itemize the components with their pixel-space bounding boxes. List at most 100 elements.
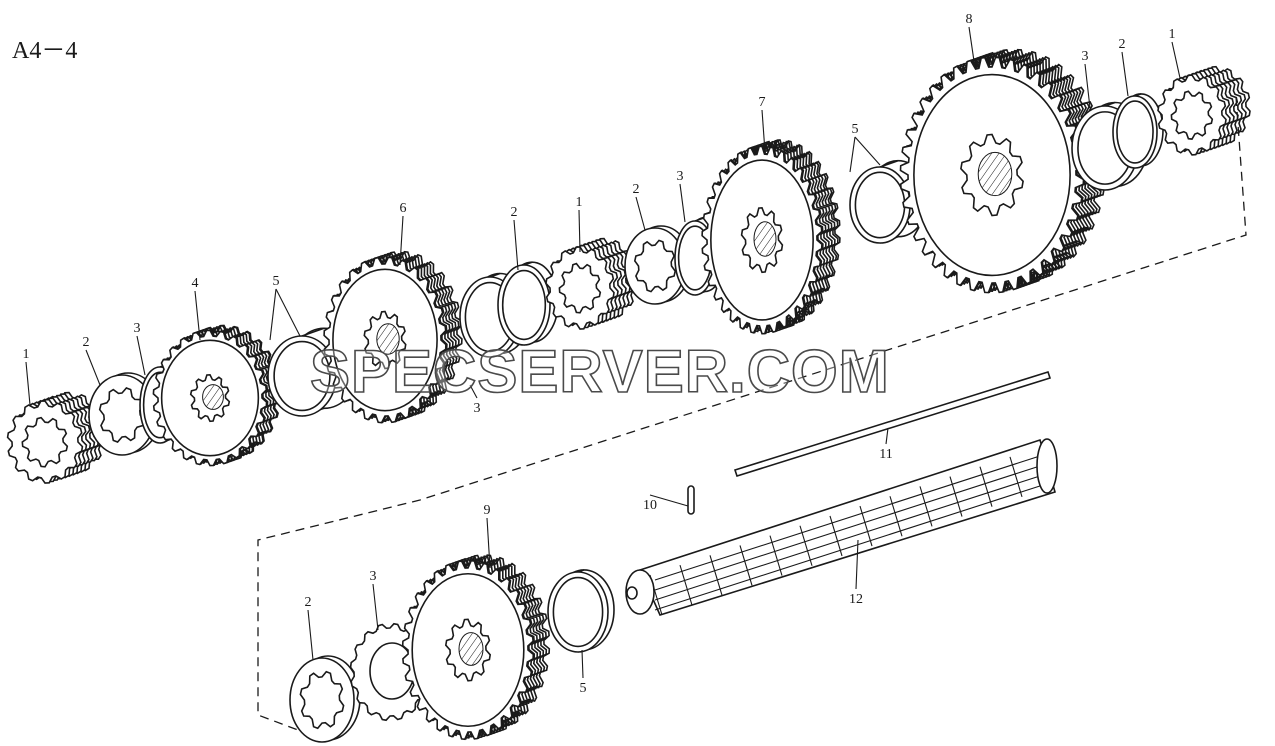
thrust-washer-2-lower xyxy=(289,655,361,743)
gear-6-bore-shade xyxy=(376,323,400,355)
callout-label-c1c: 1 xyxy=(1169,27,1176,42)
gear-7-bore-shade xyxy=(753,221,777,257)
callout-label-c10: 10 xyxy=(643,498,657,513)
leader-line-c9 xyxy=(486,517,491,569)
snap-ring-5-lower-front xyxy=(547,571,609,653)
callout-label-c11: 11 xyxy=(879,447,892,462)
leader-lines xyxy=(25,26,1181,679)
leader-line-c6 xyxy=(399,215,404,266)
leader-line-c3a xyxy=(136,335,146,376)
leader-line-c1b xyxy=(578,209,581,253)
main-shaft-12-far-end xyxy=(1036,438,1058,494)
assembly-axis xyxy=(257,96,1247,731)
gear-4-rim xyxy=(160,339,260,457)
callout-label-c6: 6 xyxy=(400,201,407,216)
leader-line-c2b xyxy=(513,219,519,271)
ring-2-right xyxy=(1112,93,1164,169)
leader-line-c5c xyxy=(581,649,584,679)
main-shaft-12-center-hole xyxy=(626,586,638,600)
collar-1-right xyxy=(1157,65,1251,156)
callout-label-c2b: 2 xyxy=(511,205,518,220)
callout-label-c3d: 3 xyxy=(1082,49,1089,64)
callout-label-c12: 12 xyxy=(849,592,863,607)
snap-ring-5-left-inner xyxy=(273,340,331,412)
leader-line-c12 xyxy=(855,539,859,590)
pin-10-body xyxy=(687,485,695,515)
gear-9 xyxy=(401,554,551,741)
ring-2-right-front xyxy=(1112,95,1158,169)
ring-2-mid-front xyxy=(497,264,551,346)
collar-1-left-inner-spline xyxy=(21,416,69,468)
callout-label-c9: 9 xyxy=(484,503,491,518)
gear-8-bore-shade xyxy=(977,151,1013,197)
callout-label-c3a: 3 xyxy=(134,321,141,336)
gear-7 xyxy=(701,139,841,335)
gear-9-rim xyxy=(411,572,525,728)
gear-9-bore-shade xyxy=(458,632,484,666)
callout-label-c5a: 5 xyxy=(273,274,280,289)
leader-line-c5b-second xyxy=(854,136,881,166)
callout-label-c8: 8 xyxy=(966,12,973,27)
gear-7-rim xyxy=(710,159,814,321)
callout-label-c2d: 2 xyxy=(1119,37,1126,52)
thrust-washer-2-lower-spline-hole xyxy=(299,670,345,730)
ring-2-mid xyxy=(497,261,559,346)
main-shaft-12-end xyxy=(625,569,655,615)
main-shaft-12-spline-line xyxy=(889,496,903,537)
callout-label-c4: 4 xyxy=(192,276,199,291)
callout-label-c2e: 2 xyxy=(305,595,312,610)
thrust-washer-2-mid-spline-hole xyxy=(633,239,677,293)
rod-11-body xyxy=(733,371,1052,477)
leader-line-c5a xyxy=(269,288,277,341)
leader-line-c8 xyxy=(968,26,976,69)
leader-line-c2e xyxy=(307,609,314,661)
gear-6-rim xyxy=(332,268,438,412)
callout-label-c7: 7 xyxy=(759,95,766,110)
main-shaft-12-spline-line xyxy=(979,466,993,507)
leader-line-c7 xyxy=(761,109,766,153)
callout-label-c5c: 5 xyxy=(580,681,587,696)
ring-2-right-inner xyxy=(1116,100,1154,164)
gear-4-bore-shade xyxy=(202,384,224,410)
callout-label-c3b: 3 xyxy=(474,401,481,416)
main-shaft-12-spline-groove xyxy=(654,454,1044,581)
callout-label-c3e: 3 xyxy=(370,569,377,584)
leader-line-c3b xyxy=(469,384,478,399)
leader-line-c2c xyxy=(635,196,646,231)
main-shaft-12-spline-line xyxy=(919,486,933,527)
leader-line-c3e xyxy=(372,583,379,631)
snap-ring-5-lower xyxy=(547,569,615,653)
leader-line-c5b xyxy=(849,136,856,173)
gear-8-rim xyxy=(913,73,1071,277)
collar-1-mid-inner-spline xyxy=(558,262,602,314)
leader-line-c2a xyxy=(85,349,101,386)
main-shaft-12-spline-groove xyxy=(654,484,1044,611)
snap-ring-5-lower-inner xyxy=(552,576,604,648)
leader-line-c3d xyxy=(1084,63,1091,109)
callout-label-c1b: 1 xyxy=(576,195,583,210)
gear-6 xyxy=(323,250,463,424)
leader-line-c4 xyxy=(194,290,201,341)
leader-line-c2d xyxy=(1121,51,1129,97)
pin-10 xyxy=(687,485,695,515)
parts-layer xyxy=(6,48,1251,743)
leader-line-c10 xyxy=(649,494,689,507)
gear-4 xyxy=(152,324,282,467)
callout-label-c2a: 2 xyxy=(83,335,90,350)
leader-line-c5a-second xyxy=(275,288,301,337)
ring-2-mid-inner xyxy=(501,269,547,341)
watermark: SPECSERVER.COM xyxy=(310,338,890,405)
leader-line-c1c xyxy=(1171,41,1181,79)
main-shaft-12-spline-groove xyxy=(654,464,1044,591)
rod-11 xyxy=(733,371,1052,477)
thrust-washer-2-left-spline-hole xyxy=(98,387,146,443)
callout-label-c3c: 3 xyxy=(677,169,684,184)
collar-1-right-inner-spline xyxy=(1170,90,1214,140)
main-shaft-12-spline-line xyxy=(1009,456,1023,498)
collar-1-left xyxy=(6,391,108,484)
thrust-washer-2-left xyxy=(88,372,162,456)
leader-line-c11 xyxy=(885,427,889,445)
